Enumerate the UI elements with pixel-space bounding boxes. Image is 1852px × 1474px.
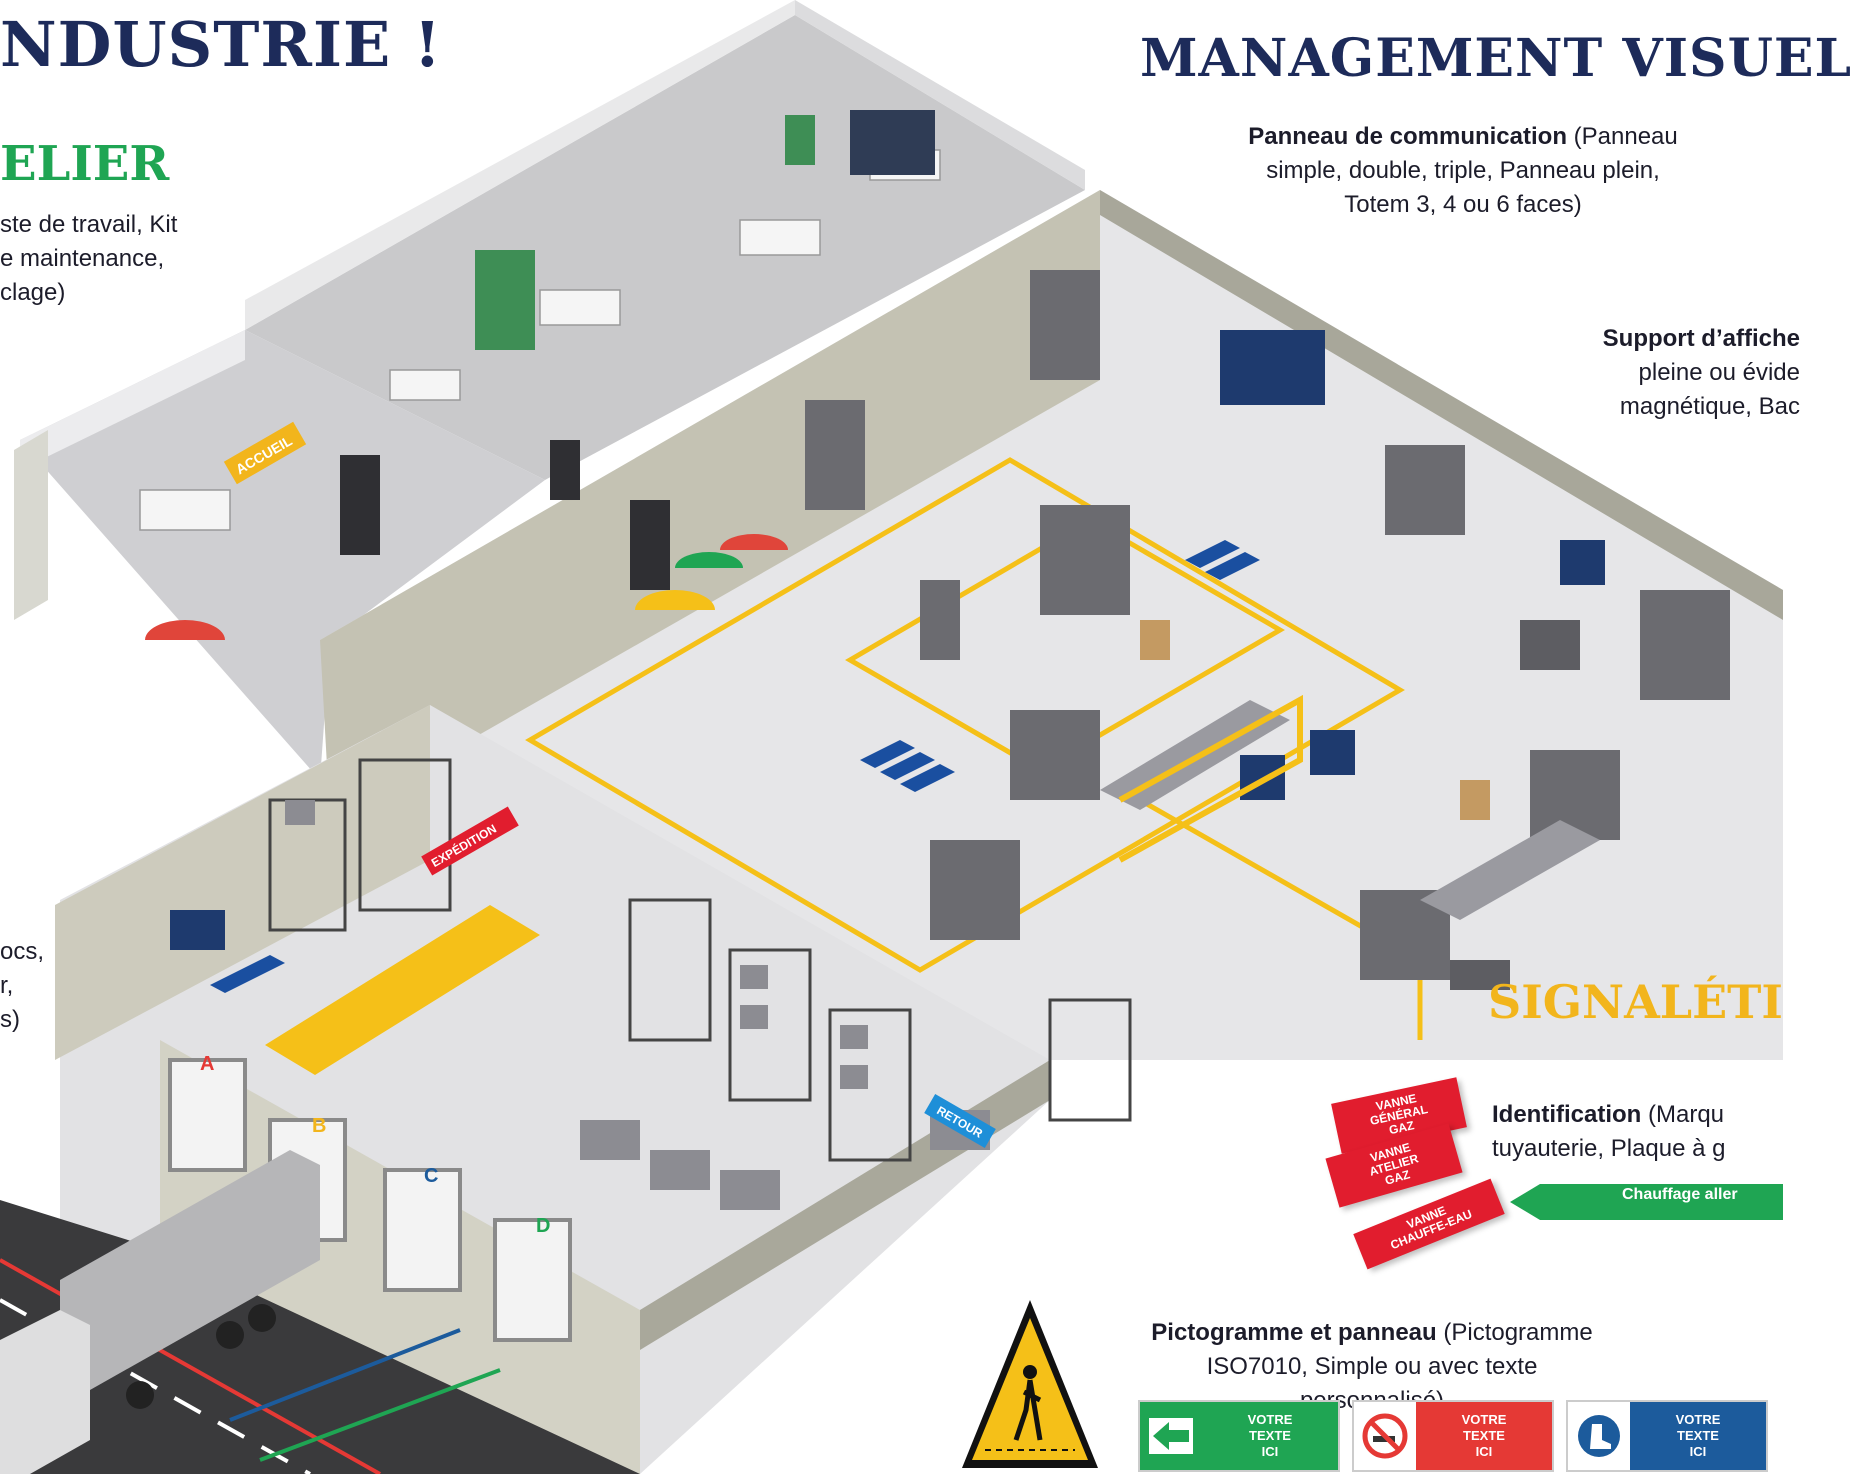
dock-label-b: B <box>312 1115 326 1137</box>
no-smoking-icon <box>1354 1402 1416 1470</box>
safety-boot-icon <box>1568 1402 1630 1470</box>
sign-panel-safety-boots: VOTRE TEXTE ICI <box>1566 1400 1768 1472</box>
dock-label-a: A <box>200 1053 214 1075</box>
reception-back-wall <box>20 330 245 470</box>
heading-atelier: ELIER <box>0 136 170 192</box>
exit-arrow-icon <box>1140 1402 1202 1470</box>
dock-label-c: C <box>424 1165 438 1187</box>
office-back-wall-right <box>795 0 1085 190</box>
factory-isometric-illustration: A B C D ACCUEIL EXPÉDITION <box>0 0 1783 1474</box>
sign-panel-no-smoking: VOTRE TEXTE ICI <box>1352 1400 1554 1472</box>
support-affiche-description: Support d’affiche pleine ou évide magnét… <box>1602 325 1800 420</box>
workshop-back-wall <box>320 190 1100 820</box>
atelier-description: ste de travail, Kit e maintenance, clage… <box>0 211 178 306</box>
reception-floor <box>20 330 545 780</box>
pedestrian-warning-sign <box>962 1300 1098 1468</box>
workshop-right-wall <box>1100 190 1783 620</box>
warehouse-back-wall <box>55 705 430 1060</box>
pipe-marker-arrow <box>1510 1184 1783 1220</box>
heading-signaletique: SIGNALÉTI <box>1488 975 1783 1029</box>
workshop-floor <box>320 190 1783 1060</box>
yellow-walkway <box>265 905 540 1075</box>
reception-left-wall <box>14 430 48 620</box>
identification-description: Identification (Marqu tuyauterie, Plaque… <box>1492 1101 1726 1162</box>
title-industrie: NDUSTRIE ! <box>0 8 443 81</box>
dock-label-d: D <box>536 1215 550 1237</box>
logistique-description: ocs, r, s) <box>0 938 45 1033</box>
panneau-communication-description: Panneau de communication (Panneau simple… <box>1248 123 1678 218</box>
office-back-wall-left <box>245 0 795 330</box>
sign-panel-exit: VOTRE TEXTE ICI <box>1138 1400 1340 1472</box>
title-management-visuel: MANAGEMENT VISUEL <box>1140 28 1852 89</box>
pipe-marker-label: Chauffage aller <box>1622 1186 1738 1203</box>
truck <box>0 1150 320 1474</box>
